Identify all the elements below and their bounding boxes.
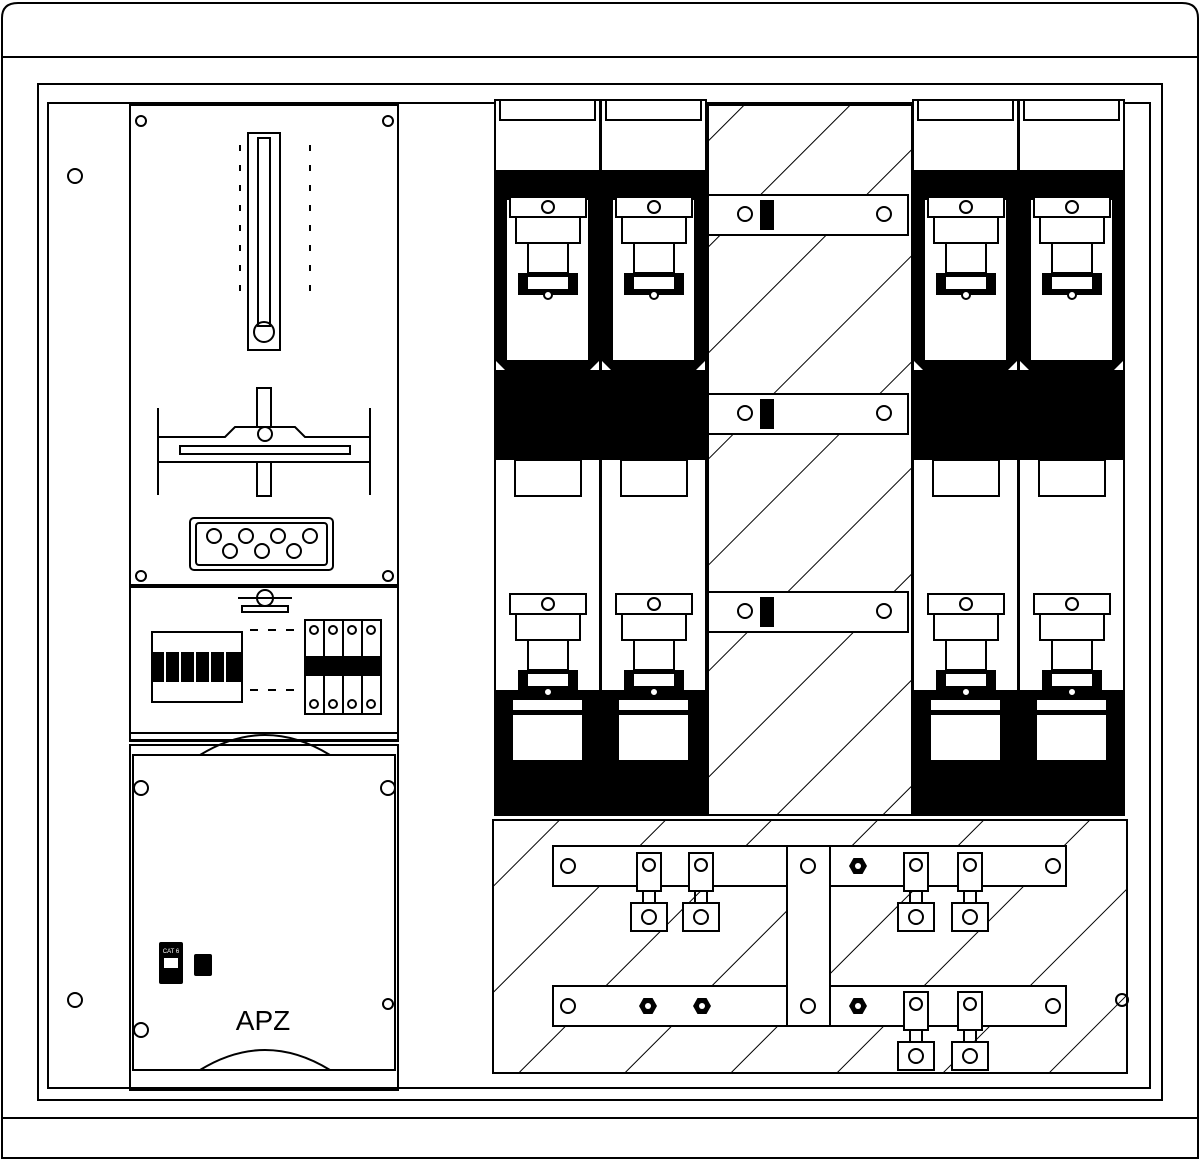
meter-panel: [129, 104, 399, 586]
pen-busbars: [552, 845, 1129, 1027]
network-socket-icon: CAT 6: [159, 942, 183, 984]
mounting-hole: [67, 168, 83, 184]
apz-panel: CAT 6 APZ: [129, 734, 399, 1091]
network-socket-label: CAT 6: [163, 949, 180, 955]
distribution-panel: [129, 586, 399, 742]
din-terminals: [151, 631, 243, 703]
busbars: [707, 194, 909, 633]
meter-mount-rail: [157, 387, 371, 497]
socket-icon: [194, 954, 212, 976]
cabinet-roof: [0, 2, 1199, 58]
fuse-clamps: [509, 196, 1111, 697]
circuit-breakers: [304, 619, 382, 715]
cabinet-base: [1, 1117, 1199, 1159]
mounting-hole: [67, 992, 83, 1008]
apz-label: APZ: [236, 1005, 290, 1036]
meter-scale: [247, 132, 281, 351]
inner-frame: [37, 83, 1163, 1101]
terminal-block: [189, 517, 334, 571]
